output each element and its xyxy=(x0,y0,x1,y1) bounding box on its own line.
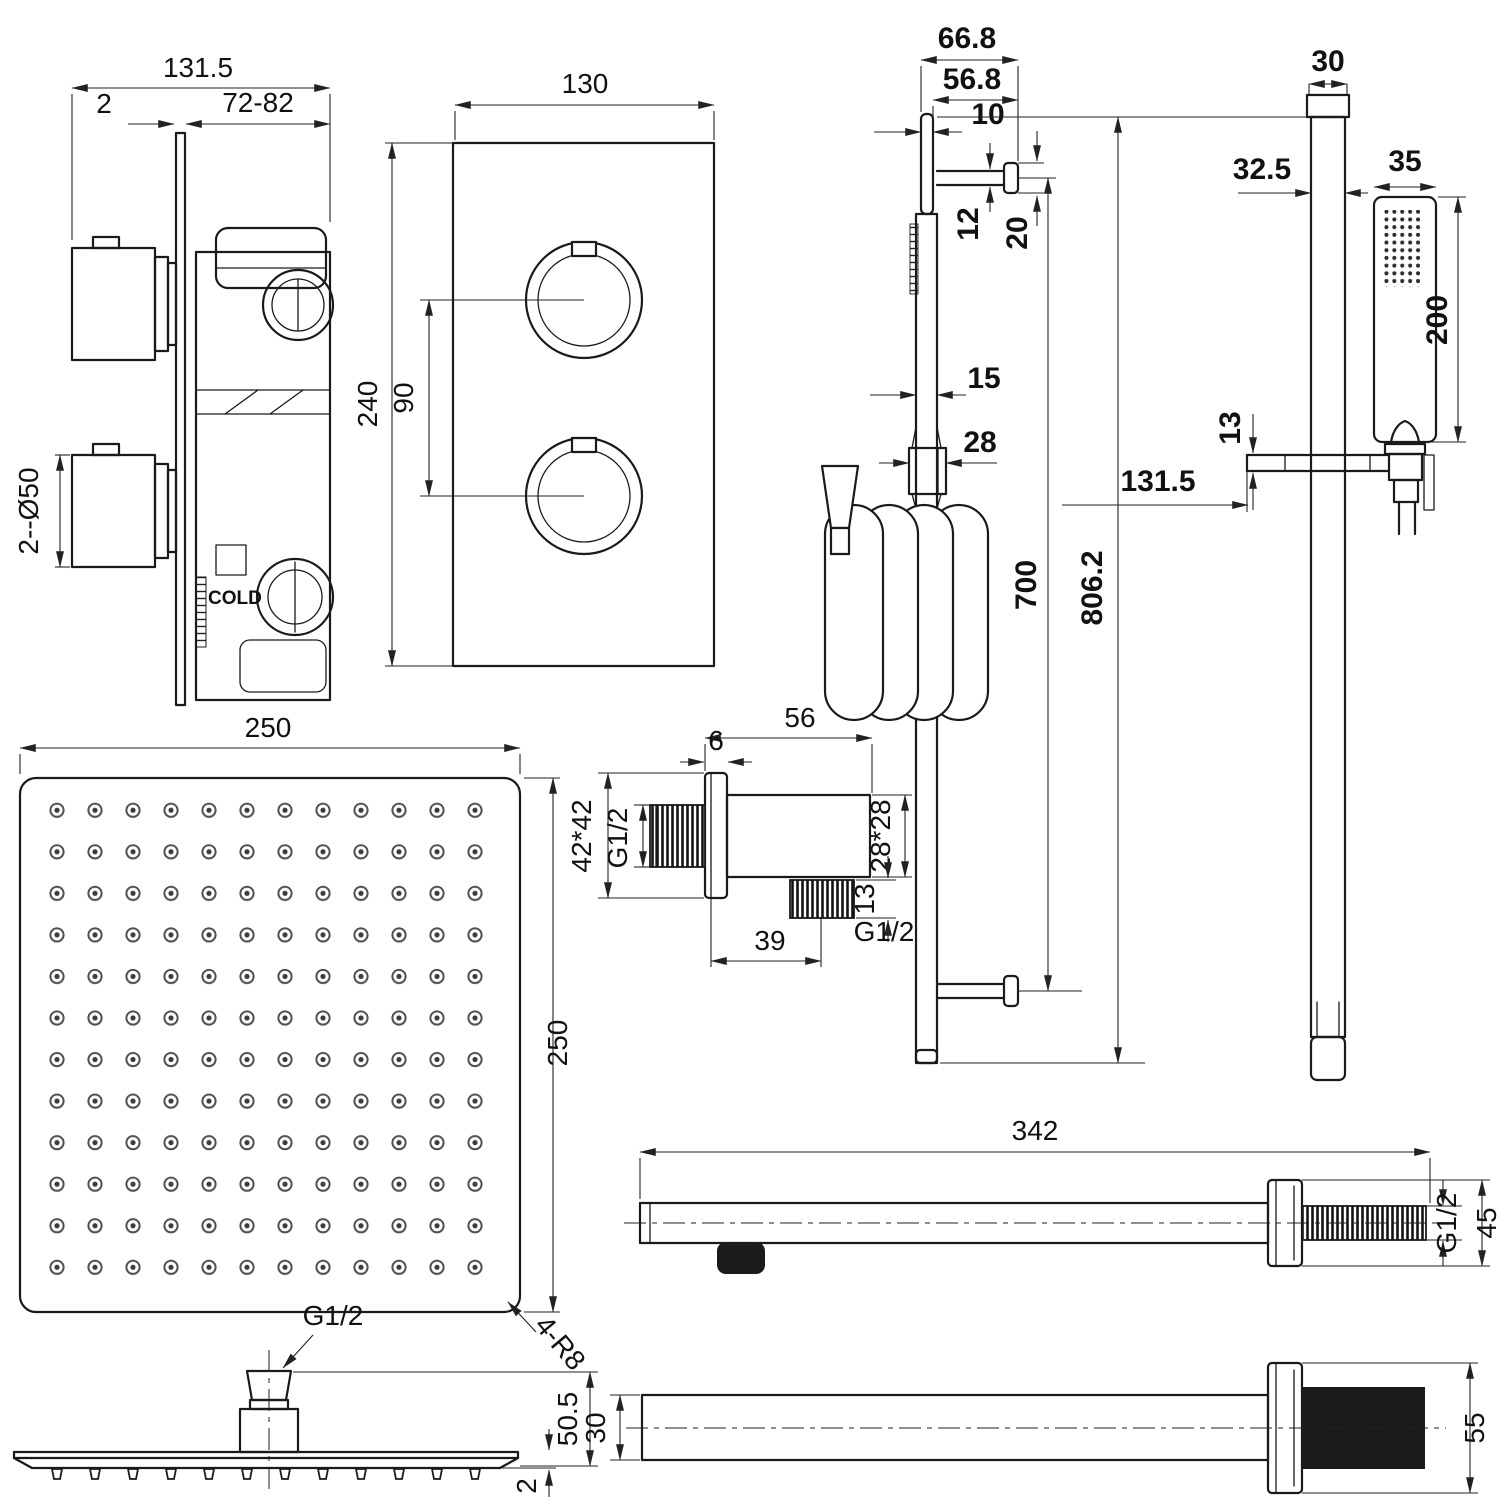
dim-rail-cap-width: 30 xyxy=(1311,45,1344,78)
dim-bracket-thickness: 13 xyxy=(1214,411,1247,444)
valve-handle-bottom xyxy=(70,442,178,569)
dim-slider-width: 28 xyxy=(963,426,996,459)
valve-trim-plate xyxy=(451,141,716,668)
wall-outlet-elbow-view: 56 6 G1/2 42*42 28*28 13 G1/2 39 xyxy=(566,702,914,967)
valve-handle-top xyxy=(70,235,178,362)
dim-head-thread: G1/2 xyxy=(303,1300,364,1331)
slide-rail-hose-view: 66.8 56.8 10 12 20 15 28 700 806.2 xyxy=(820,22,1309,1065)
dim-handset-length: 200 xyxy=(1421,295,1454,345)
rail-side-top-cap xyxy=(1305,93,1351,119)
dim-arm-bar-height: 30 xyxy=(580,1412,611,1443)
shower-head-face xyxy=(18,776,522,1314)
dim-elbow-outlet-length: 13 xyxy=(849,883,880,914)
dim-valve-total-width: 131.5 xyxy=(163,52,233,83)
dim-elbow-body-size: 28*28 xyxy=(865,799,896,872)
valve-port-bottom xyxy=(255,557,335,637)
rail-wall-bracket-top xyxy=(935,161,1020,195)
shower-head-nozzle-grid xyxy=(38,799,496,1293)
valve-body-block: COLD xyxy=(194,226,335,702)
dim-arm-thread: G1/2 xyxy=(1431,1193,1462,1254)
shower-head-top-view: 250 250 4-R8 xyxy=(18,712,592,1376)
elbow-inlet-thread xyxy=(649,804,706,868)
slide-rail-side-view: 30 32.5 35 200 13 131.5 xyxy=(1062,45,1466,1082)
elbow-wall-flange xyxy=(703,771,729,900)
dim-elbow-flange-size: 42*42 xyxy=(566,799,597,872)
rail-top-tube xyxy=(919,112,935,216)
rail-side-end-cap xyxy=(1309,1035,1347,1082)
dim-rail-diameter: 15 xyxy=(967,362,1000,395)
dim-overall-height: 806.2 xyxy=(1076,550,1109,625)
dim-arm-side-flange-height: 55 xyxy=(1459,1412,1490,1443)
shower-arm-top-view: 342 G1/2 45 xyxy=(624,1115,1500,1274)
hand-shower xyxy=(1372,195,1438,536)
dim-arm-length: 342 xyxy=(1012,1115,1059,1146)
cold-port-label: COLD xyxy=(208,588,262,609)
arm-outlet-nub xyxy=(717,1242,765,1274)
rail-side-bar xyxy=(1309,115,1347,1039)
dim-head-depth: 250 xyxy=(542,1020,573,1067)
dim-elbow-length: 56 xyxy=(784,702,815,733)
dim-bracket-reach: 131.5 xyxy=(1120,465,1195,498)
rail-knurl-grip xyxy=(909,223,919,295)
head-side-nozzles xyxy=(38,1468,496,1481)
dim-knob-spacing: 90 xyxy=(388,382,419,413)
dim-arm-flange-height: 45 xyxy=(1471,1207,1500,1238)
dim-tube-diameter: 10 xyxy=(971,98,1004,131)
dim-handset-width: 35 xyxy=(1388,145,1421,178)
dim-elbow-flange-thickness: 6 xyxy=(708,725,724,756)
valve-knurl-strip xyxy=(195,576,207,648)
dim-cap-height: 20 xyxy=(1001,216,1034,249)
dim-arm-thickness: 12 xyxy=(952,207,985,240)
valve-mounting-plate xyxy=(174,131,187,707)
dim-head-width: 250 xyxy=(245,712,292,743)
dim-plate-height: 240 xyxy=(352,381,383,428)
shower-head-side-view: G1/2 50.5 2 xyxy=(12,1300,598,1497)
coiled-shower-hose xyxy=(820,464,990,722)
elbow-body xyxy=(725,793,872,879)
dim-plate-width: 130 xyxy=(562,68,609,99)
dim-valve-plate-offset: 2 xyxy=(96,88,112,119)
dim-valve-handle-diameter: 2--Ø50 xyxy=(13,467,44,554)
dim-bracket-span: 700 xyxy=(1010,560,1043,610)
shower-arm-side-view: 30 55 xyxy=(580,1361,1490,1495)
dim-head-connector-height: 50.5 xyxy=(552,1392,583,1447)
dim-bracket-total: 66.8 xyxy=(938,22,996,55)
valve-port-top xyxy=(261,268,335,342)
dim-rail-width: 32.5 xyxy=(1233,153,1291,186)
rail-bottom-cap xyxy=(914,1048,939,1065)
valve-body-side-view: 131.5 2 72-82 2--Ø50 xyxy=(13,52,335,707)
elbow-outlet-thread xyxy=(789,879,855,919)
handset-bracket xyxy=(1245,453,1391,473)
rail-wall-bracket-bottom xyxy=(935,974,1020,1008)
dim-head-edge-thickness: 2 xyxy=(511,1478,542,1494)
dim-elbow-outlet-offset: 39 xyxy=(754,925,785,956)
hand-shower-nozzle-grid xyxy=(1382,210,1422,287)
dim-head-corner-radius: 4-R8 xyxy=(529,1310,592,1376)
valve-front-view: 130 90 240 xyxy=(352,68,716,668)
dim-elbow-outlet-thread: G1/2 xyxy=(854,916,915,947)
dim-bracket-depth: 56.8 xyxy=(943,63,1001,96)
dim-valve-depth-range: 72-82 xyxy=(222,87,294,118)
dim-elbow-inlet-thread: G1/2 xyxy=(602,808,633,869)
